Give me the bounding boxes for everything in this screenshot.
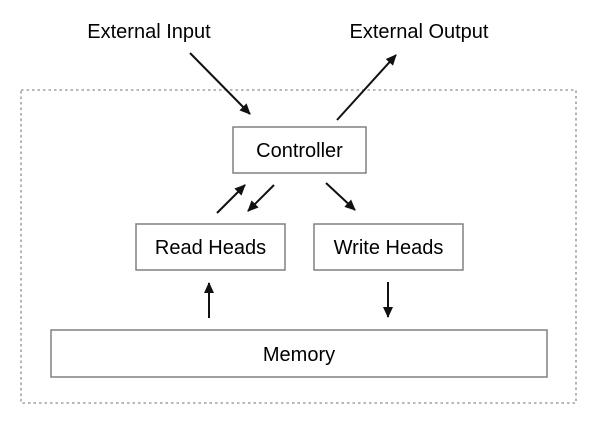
write-heads-label: Write Heads [334,237,444,259]
controller-box [232,126,367,174]
arrow-controller-to-external-output [336,54,397,121]
memory-label: Memory [263,344,335,366]
controller-node: Controller [232,126,367,174]
arrow-controller-to-read-heads [247,184,275,212]
write-heads-box [313,223,464,271]
system-boundary-dashed-box [20,89,577,404]
memory-box [50,329,548,378]
arrow-external-input-to-controller [189,52,251,115]
read-heads-node: Read Heads [135,223,286,271]
write-heads-node: Write Heads [313,223,464,271]
arrow-read-heads-to-controller [216,184,246,214]
external-output-label: External Output [350,21,489,43]
memory-node: Memory [50,329,548,378]
read-heads-box [135,223,286,271]
read-heads-label: Read Heads [155,237,266,259]
arrow-controller-to-write-heads [325,182,356,211]
external-input-label: External Input [87,21,211,43]
controller-label: Controller [256,140,343,162]
